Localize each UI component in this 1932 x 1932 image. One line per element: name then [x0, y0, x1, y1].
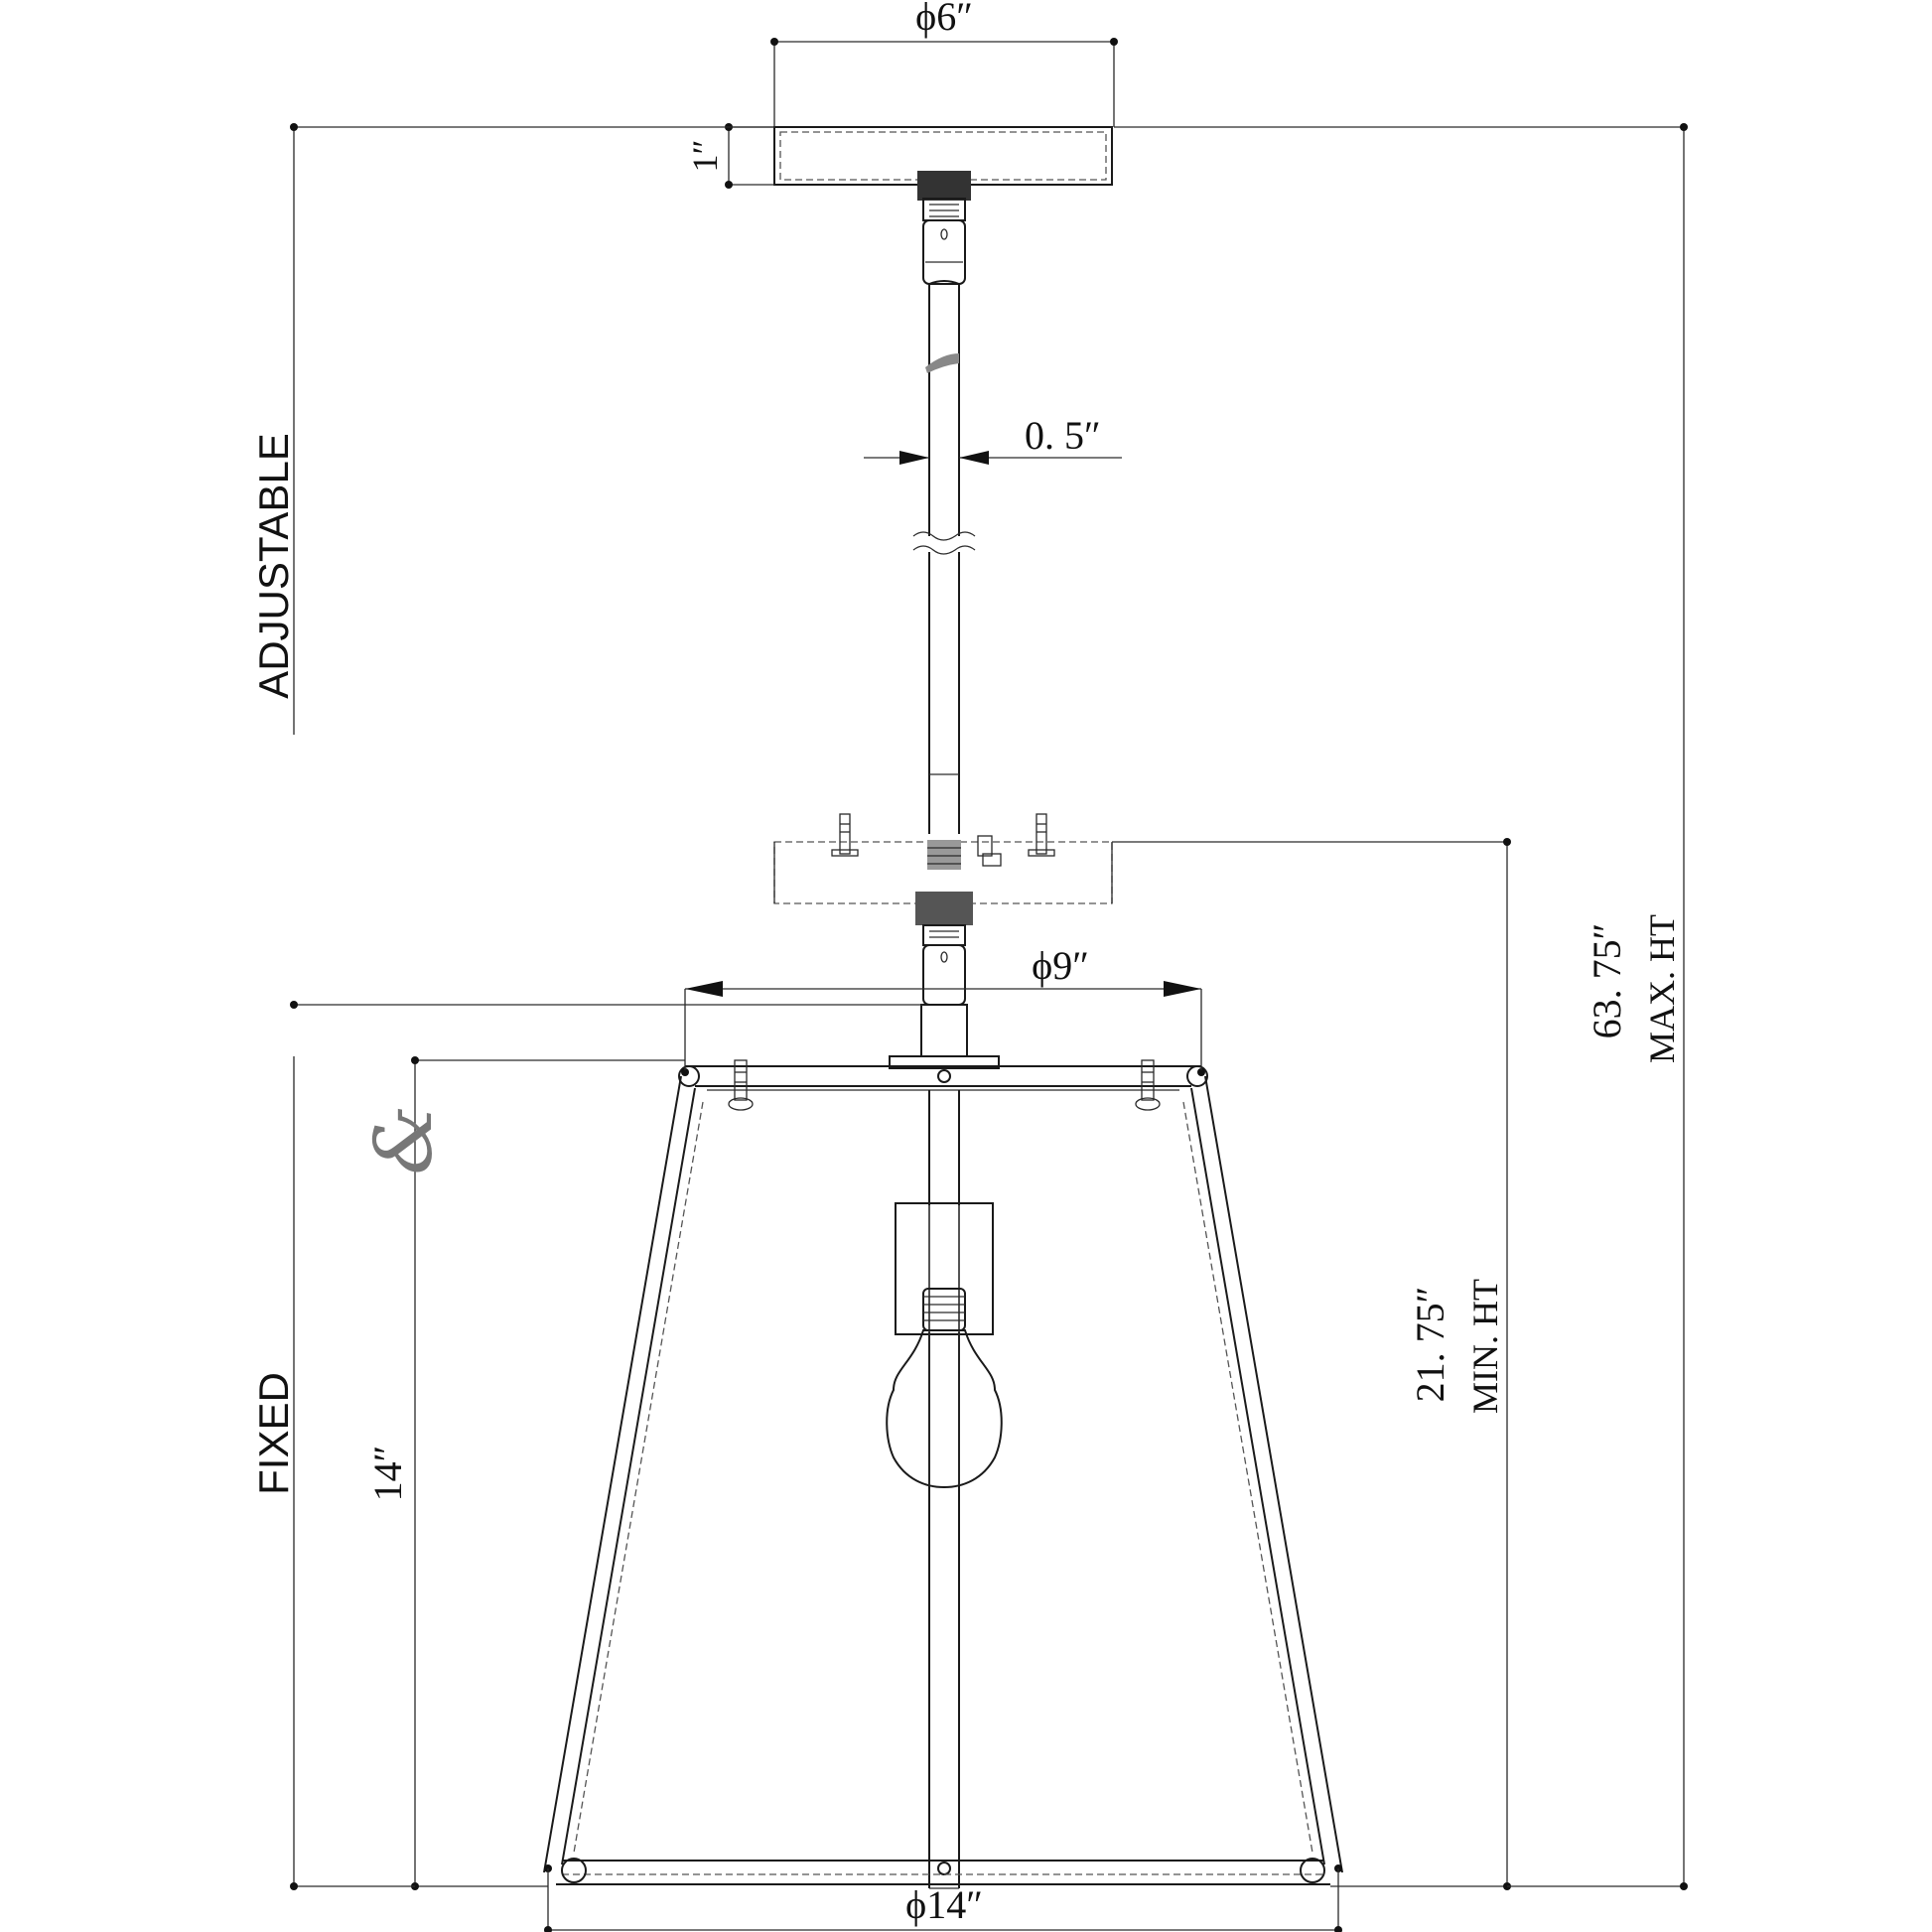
light-bulb: [886, 1288, 1003, 1489]
min-height-label: MIN. HT: [1465, 1279, 1505, 1414]
adjustable-label: ADJUSTABLE: [250, 433, 297, 699]
bottom-diameter-dimension: ϕ14″: [544, 1868, 1342, 1932]
max-height-dimension: 63. 75″ MAX. HT: [1114, 123, 1688, 1890]
bulb-socket: [895, 1202, 994, 1335]
canopy-diameter-dimension: ϕ6″: [770, 0, 1118, 127]
down-rod: [912, 280, 976, 834]
canopy-height-dimension: 1″: [685, 123, 774, 189]
rod-diameter-dimension: 0. 5″: [864, 413, 1122, 465]
adjustable-fixed-span: ADJUSTABLE FIXED &: [250, 123, 923, 1890]
canopy-height-label: 1″: [685, 140, 725, 173]
fixed-label: FIXED: [250, 1372, 297, 1495]
top-diameter-dimension: ϕ9″: [684, 943, 1202, 1070]
max-height-value: 63. 75″: [1585, 923, 1629, 1039]
ampersand-mark: &: [357, 1104, 450, 1174]
lantern-shade: [543, 1004, 1343, 1889]
bottom-diameter-label: ϕ14″: [905, 1882, 983, 1927]
fitter-block: [773, 813, 1113, 1006]
min-height-value: 21. 75″: [1408, 1287, 1452, 1403]
rod-diameter-label: 0. 5″: [1025, 413, 1101, 458]
max-height-label: MAX. HT: [1642, 914, 1682, 1063]
ceiling-canopy: [773, 126, 1113, 285]
shade-height-label: 14″: [365, 1446, 410, 1502]
min-height-dimension: 21. 75″ MIN. HT: [1112, 838, 1511, 1890]
top-diameter-label: ϕ9″: [1032, 943, 1089, 988]
canopy-diameter-label: ϕ6″: [915, 0, 973, 39]
shade-height-dimension: 14″: [365, 1056, 685, 1890]
